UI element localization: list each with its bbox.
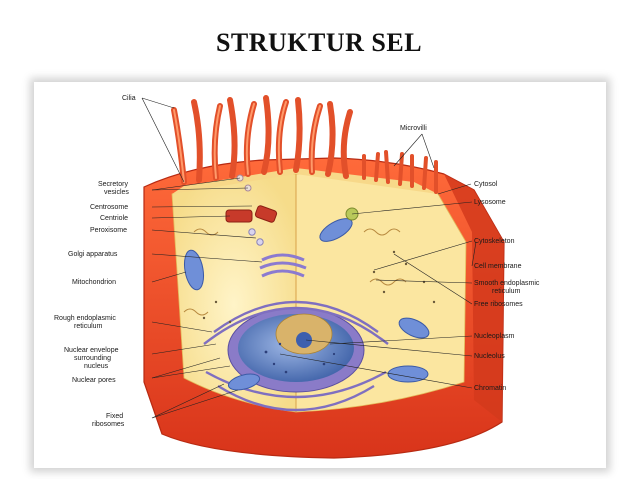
label-rough-er-2: reticulum [74,323,103,330]
label-cytosol: Cytosol [474,181,498,188]
labels-right: Microvilli Cytosol Lysosome Cytoskeleton… [400,125,540,392]
label-nuclear-envelope-2: surrounding [74,355,111,362]
label-fixed-ribosomes-2: ribosomes [92,421,125,428]
label-microvilli: Microvilli [400,125,427,132]
diagram-frame: Cilia Secretory vesicles Centrosome Cent… [34,82,606,468]
labels-left: Cilia Secretory vesicles Centrosome Cent… [54,95,136,428]
label-nuclear-envelope: Nuclear envelope [64,347,119,354]
label-golgi-apparatus: Golgi apparatus [68,251,118,258]
label-smooth-er: Smooth endoplasmic [474,280,540,287]
label-nucleolus: Nucleolus [474,353,505,360]
page-title: STRUKTUR SEL [215,28,423,57]
label-fixed-ribosomes: Fixed [106,413,123,420]
label-chromatin: Chromatin [474,385,506,392]
label-secretory-vesicles-2: vesicles [104,189,129,196]
label-centriole: Centriole [100,215,128,222]
label-smooth-er-2: reticulum [492,288,521,295]
cilia-highlight [173,101,321,183]
mitochondria [183,218,430,391]
rough-er [203,300,389,412]
label-centrosome: Centrosome [90,204,128,211]
label-cell-membrane: Cell membrane [474,263,522,270]
label-peroxisome: Peroxisome [90,227,127,234]
microvilli [362,150,438,194]
label-secretory-vesicles: Secretory [98,181,128,188]
cell-structure-diagram: Cilia Secretory vesicles Centrosome Cent… [54,95,540,459]
label-free-ribosomes: Free ribosomes [474,301,523,308]
label-cilia: Cilia [122,95,136,102]
golgi-apparatus [259,253,307,278]
leader-lines [141,97,477,419]
centrioles [225,205,278,223]
label-mitochondrion: Mitochondrion [72,279,116,286]
label-nucleoplasm: Nucleoplasm [474,333,515,340]
label-nuclear-pores: Nuclear pores [72,377,116,384]
label-nuclear-envelope-3: nucleus [84,363,109,370]
label-lysosome: Lysosome [474,199,506,206]
label-cytoskeleton: Cytoskeleton [474,238,515,245]
nucleus [227,307,365,393]
smooth-er [183,228,407,316]
label-rough-er: Rough endoplasmic [54,315,116,322]
free-ribosomes [202,250,436,324]
